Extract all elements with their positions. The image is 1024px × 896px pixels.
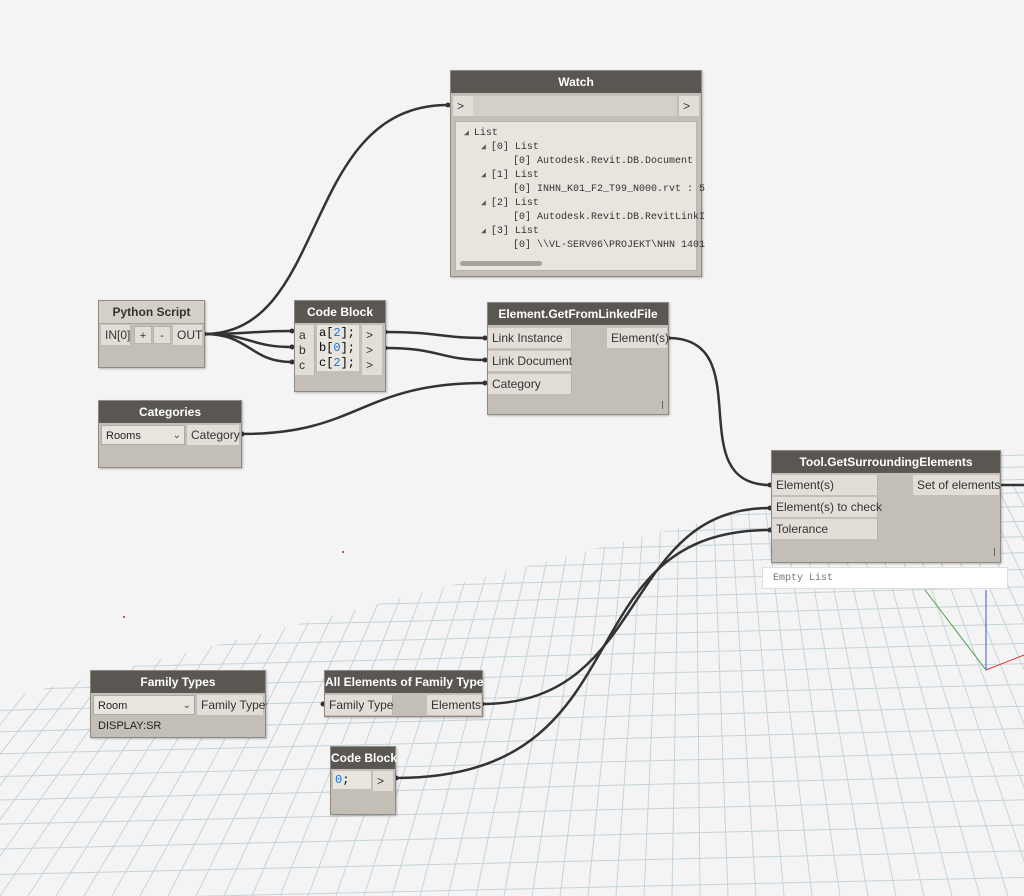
code-editor[interactable]: 0; xyxy=(333,771,371,789)
categories-node[interactable]: Categories Rooms ⌄ Category xyxy=(98,400,242,468)
python-output-port[interactable]: OUT xyxy=(173,325,202,345)
family-type-input-port[interactable]: Family Type xyxy=(325,695,393,715)
tree-leaf: [0] Autodesk.Revit.DB.Document xyxy=(513,156,694,167)
code-line: c[2]; xyxy=(319,356,356,370)
watch-node[interactable]: Watch > > ◢List ◢[0] List [0] Autodesk.R… xyxy=(450,70,705,277)
wire-elements-to-surrounding xyxy=(667,336,771,487)
code-line: 0; xyxy=(335,773,350,787)
wire-b-to-linkdocument xyxy=(384,346,486,362)
code-input-port-c[interactable]: c xyxy=(295,355,315,375)
code-block-node-1[interactable]: Code Block a b c a[2]; b[0]; c[2]; > > > xyxy=(294,300,386,392)
tree-leaf: [0] \\VL-SERV06\PROJEKT\NHN 1401 xyxy=(513,240,706,251)
expand-triangle-icon[interactable]: ◢ xyxy=(481,199,486,208)
link-document-port[interactable]: Link Document xyxy=(488,351,572,371)
wire-alltypes-to-check xyxy=(481,506,771,706)
category-port[interactable]: Category xyxy=(488,374,572,394)
tree-leaf: [0] Autodesk.Revit.DB.RevitLinkI xyxy=(513,212,706,223)
lacing-indicator xyxy=(662,401,663,409)
chevron-down-icon: ⌄ xyxy=(172,430,181,441)
elements-input-port[interactable]: Element(s) xyxy=(772,475,878,495)
code-line: a[2]; xyxy=(319,326,356,340)
elements-to-check-port[interactable]: Element(s) to check xyxy=(772,497,882,517)
tree-root[interactable]: ◢List xyxy=(464,128,498,139)
get-surrounding-elements-node[interactable]: Tool.GetSurroundingElements Element(s) E… xyxy=(771,450,1001,563)
tree-item[interactable]: ◢[1] List xyxy=(481,170,539,181)
axis-lines xyxy=(924,589,1024,671)
python-input-port[interactable]: IN[0] xyxy=(101,325,131,345)
wire-code-to-tolerance xyxy=(395,528,771,780)
wire-category xyxy=(241,381,486,436)
get-from-linked-title: Element.GetFromLinkedFile xyxy=(488,303,668,325)
add-input-button[interactable]: + xyxy=(134,326,152,344)
wire-a-to-linkinstance xyxy=(384,330,486,340)
code-editor[interactable]: a[2]; b[0]; c[2]; xyxy=(317,325,359,371)
get-surrounding-title: Tool.GetSurroundingElements xyxy=(772,451,1000,473)
expand-triangle-icon[interactable]: ◢ xyxy=(464,129,469,138)
family-types-dropdown[interactable]: Room DISPLAY:SR ⌄ xyxy=(93,695,195,732)
code-output-port-3[interactable]: > xyxy=(362,355,382,375)
code-block-title: Code Block xyxy=(331,747,397,769)
expand-triangle-icon[interactable]: ◢ xyxy=(481,227,486,236)
category-output-port[interactable]: Category xyxy=(187,425,240,445)
all-elements-title: All Elements of Family Type xyxy=(325,671,483,693)
tree-item[interactable]: ◢[3] List xyxy=(481,226,539,237)
link-instance-port[interactable]: Link Instance xyxy=(488,328,572,348)
elements-output-port[interactable]: Element(s) xyxy=(607,328,669,348)
watch-input-bar xyxy=(473,96,677,116)
categories-title: Categories xyxy=(99,401,241,423)
expand-triangle-icon[interactable]: ◢ xyxy=(481,143,486,152)
wires xyxy=(203,103,1024,780)
watch-tree-view[interactable]: ◢List ◢[0] List [0] Autodesk.Revit.DB.Do… xyxy=(455,121,705,271)
family-types-node[interactable]: Family Types Room DISPLAY:SR ⌄ Family Ty… xyxy=(90,670,266,738)
expand-triangle-icon[interactable]: ◢ xyxy=(481,171,486,180)
python-script-title: Python Script xyxy=(99,301,204,324)
surrounding-preview: Empty List xyxy=(762,567,1008,589)
categories-dropdown[interactable]: Rooms ⌄ xyxy=(101,425,185,445)
elements-output-port[interactable]: Elements xyxy=(427,695,481,715)
tolerance-port[interactable]: Tolerance xyxy=(772,519,878,539)
all-elements-of-family-type-node[interactable]: All Elements of Family Type Family Type … xyxy=(324,670,483,717)
get-from-linked-file-node[interactable]: Element.GetFromLinkedFile Link Instance … xyxy=(487,302,669,415)
horizontal-scrollbar[interactable] xyxy=(460,261,542,266)
code-line: b[0]; xyxy=(319,341,356,355)
watch-title: Watch xyxy=(451,71,701,93)
remove-input-button[interactable]: - xyxy=(153,326,171,344)
watch-input-port[interactable]: > xyxy=(453,96,473,116)
tree-item[interactable]: ◢[0] List xyxy=(481,142,539,153)
wire-python-to-watch xyxy=(203,103,449,336)
code-block-title: Code Block xyxy=(295,301,385,323)
tree-leaf: [0] INHN_K01_F2_T99_N000.rvt : 5 xyxy=(513,184,706,195)
watch-output-port[interactable]: > xyxy=(679,96,699,116)
set-of-elements-output-port[interactable]: Set of elements xyxy=(913,475,1000,495)
family-type-output-port[interactable]: Family Type xyxy=(197,695,265,715)
tree-item[interactable]: ◢[2] List xyxy=(481,198,539,209)
stray-points xyxy=(123,551,344,618)
python-script-node[interactable]: Python Script IN[0] + - OUT xyxy=(98,300,205,368)
code-output-port[interactable]: > xyxy=(373,771,393,791)
code-block-node-2[interactable]: Code Block 0; > xyxy=(330,746,397,815)
wire-python-to-c xyxy=(203,332,293,364)
family-types-title: Family Types xyxy=(91,671,265,693)
lacing-indicator xyxy=(994,548,995,556)
chevron-down-icon: ⌄ xyxy=(182,700,191,711)
